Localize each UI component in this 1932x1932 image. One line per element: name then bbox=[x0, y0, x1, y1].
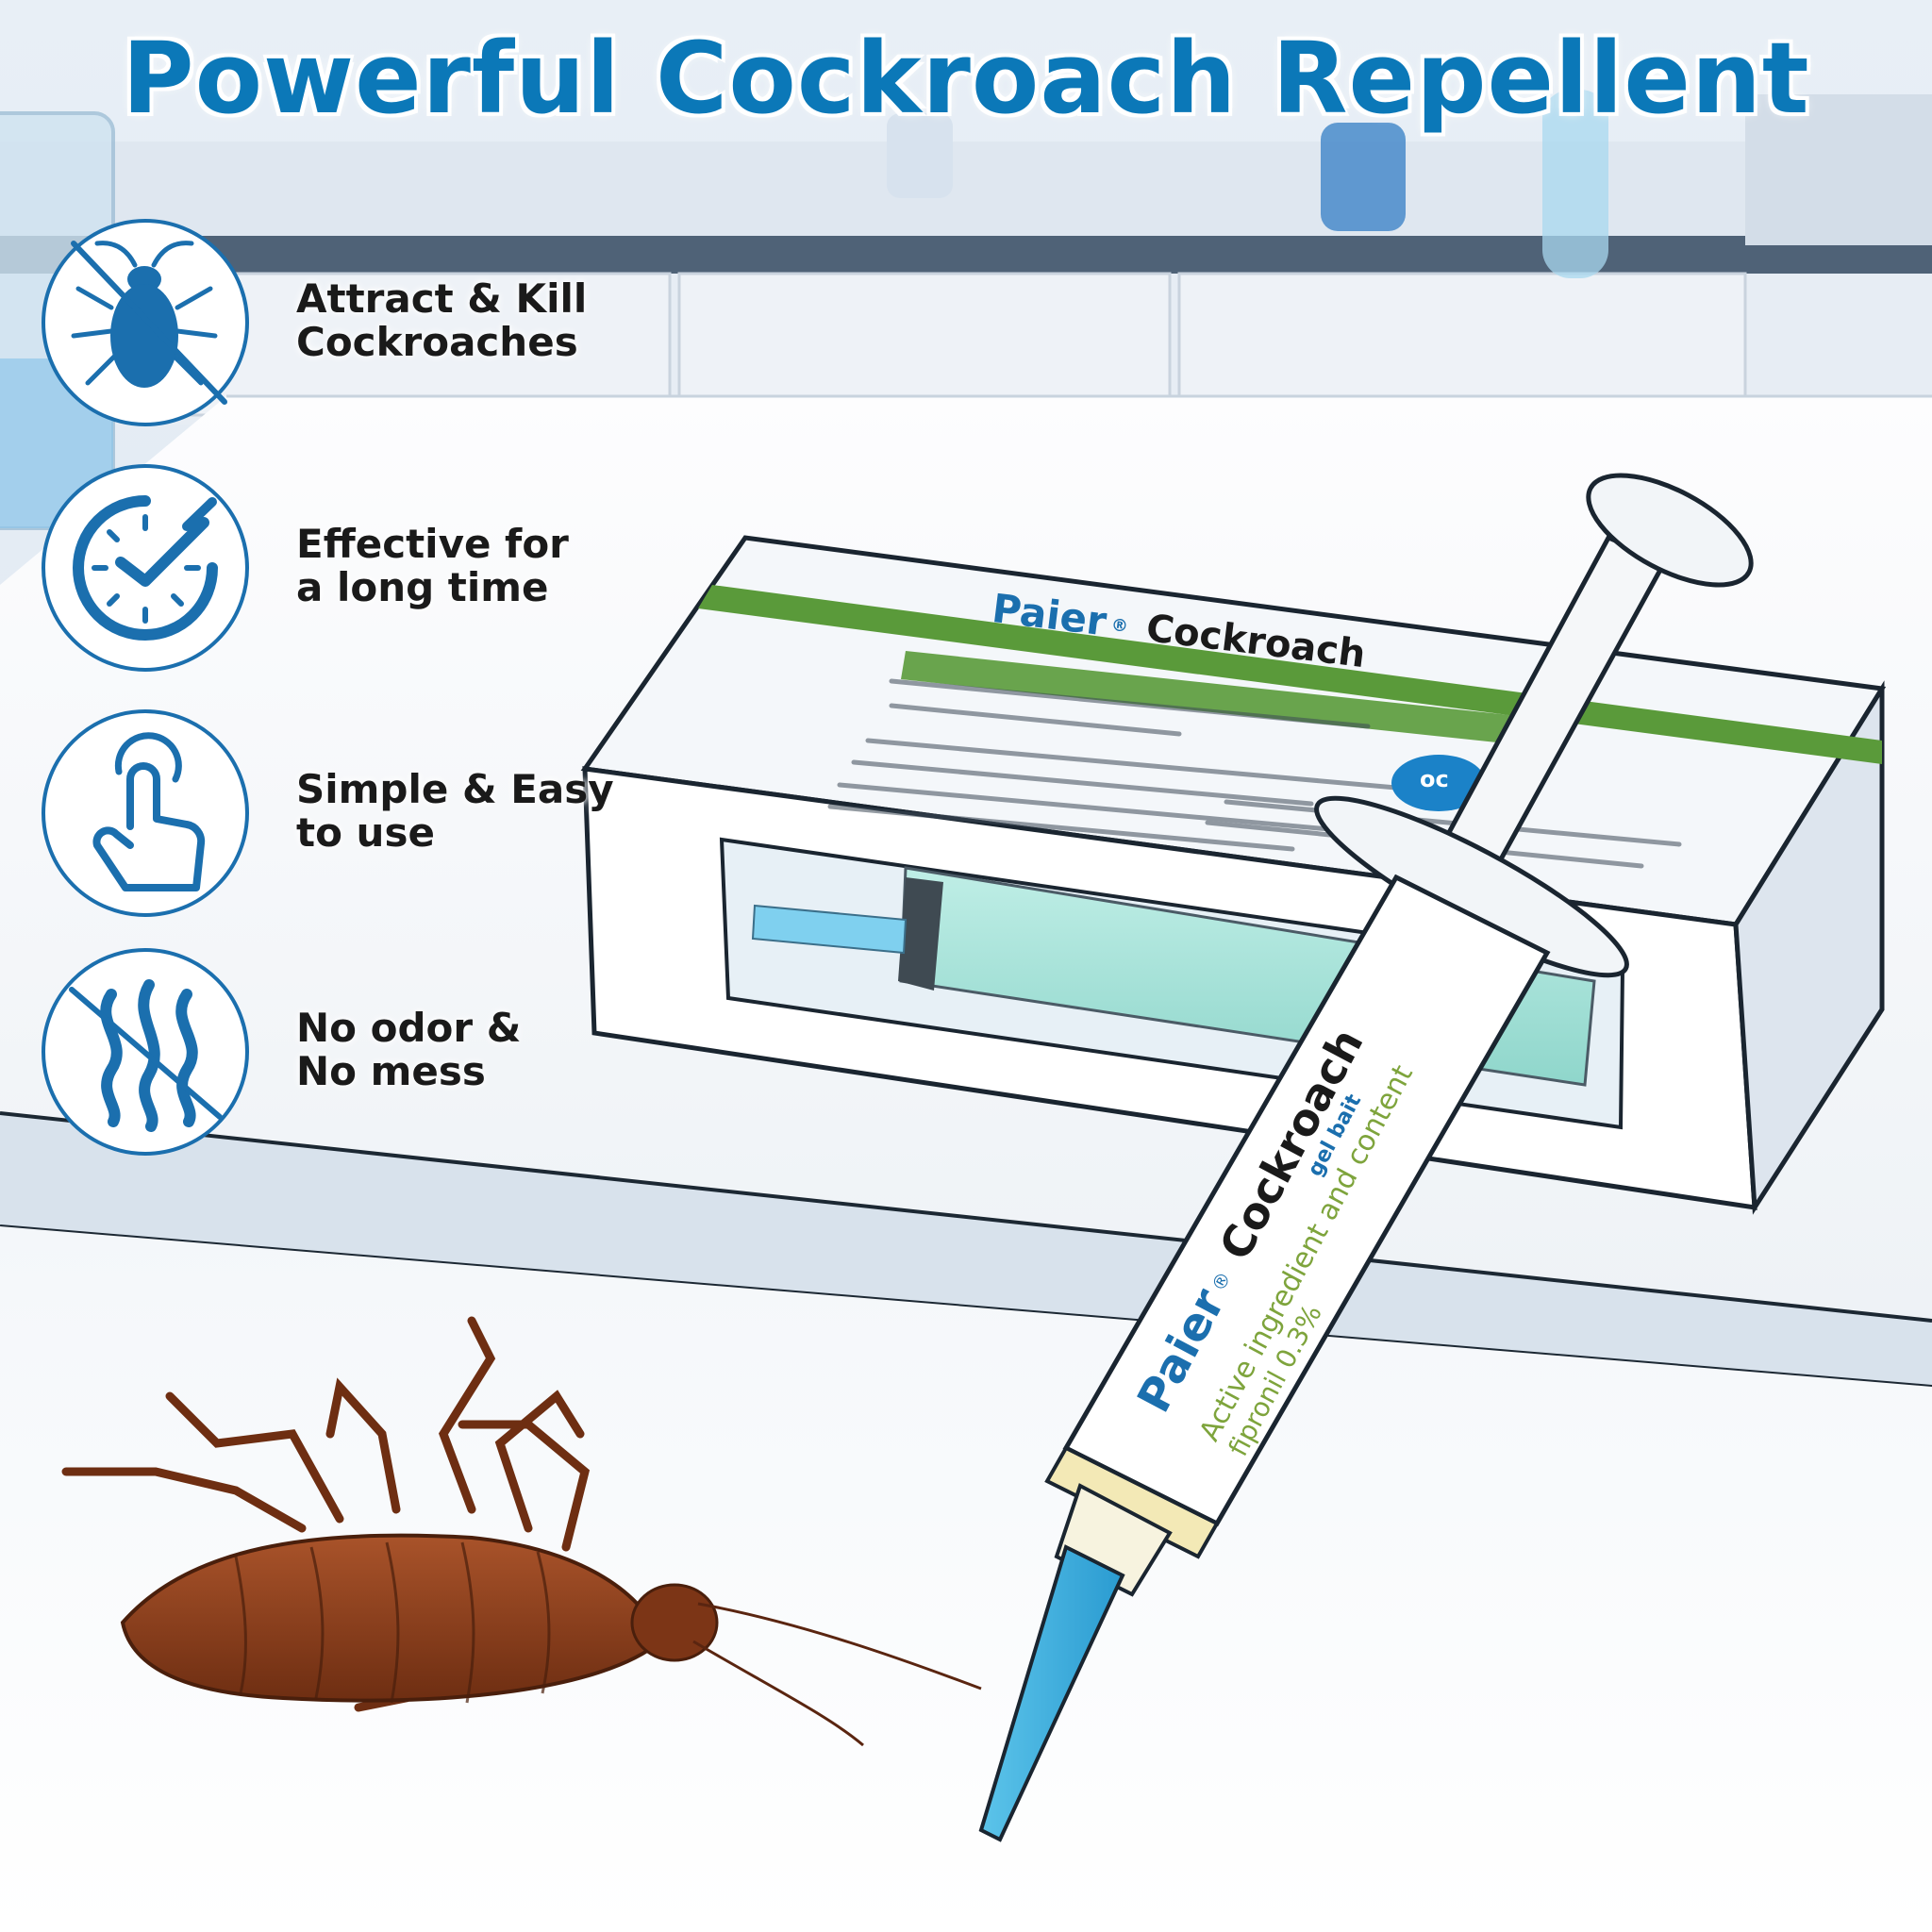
no-odor-icon bbox=[69, 979, 223, 1132]
syringe-registered-mark: ® bbox=[1207, 1267, 1236, 1295]
feature-line-1: Effective for bbox=[296, 521, 569, 567]
feature-attract-kill: Attract & Kill Cockroaches bbox=[42, 219, 645, 436]
feature-no-odor: No odor & No mess bbox=[42, 948, 645, 1165]
feature-badge bbox=[42, 709, 249, 917]
feature-line-1: Simple & Easy bbox=[296, 766, 614, 812]
feature-badge bbox=[42, 464, 249, 672]
feature-line-2: Cockroaches bbox=[296, 319, 578, 365]
gel-bait-syringe bbox=[978, 473, 1754, 1842]
box-badge: oc bbox=[1420, 766, 1449, 792]
headline: Powerful Cockroach Repellent bbox=[122, 21, 1810, 136]
feature-long-lasting: Effective for a long time bbox=[42, 464, 645, 681]
finger-tap-icon bbox=[92, 732, 206, 891]
feature-badge bbox=[42, 948, 249, 1156]
feature-line-1: Attract & Kill bbox=[296, 275, 588, 322]
feature-line-2: No mess bbox=[296, 1048, 486, 1094]
feature-easy-use: Simple & Easy to use bbox=[42, 709, 645, 926]
crossed-cockroach-icon bbox=[71, 241, 227, 405]
clock-check-icon bbox=[73, 495, 218, 641]
feature-badge bbox=[42, 219, 249, 426]
feature-line-2: a long time bbox=[296, 564, 549, 610]
feature-line-1: No odor & bbox=[296, 1005, 522, 1051]
box-registered-mark: ® bbox=[1109, 615, 1130, 638]
cockroach bbox=[61, 1316, 982, 1747]
feature-line-2: to use bbox=[296, 809, 435, 856]
